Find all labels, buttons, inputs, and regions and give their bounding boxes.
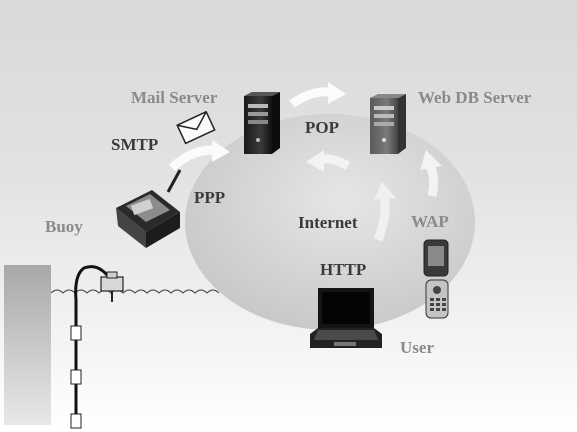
pier — [4, 265, 51, 425]
flow-arrows — [168, 82, 442, 242]
web-db-server-icon — [370, 94, 406, 154]
mail-server-icon — [244, 92, 280, 154]
pop-label: POP — [305, 118, 339, 137]
wap-label: WAP — [411, 212, 449, 231]
arrow-wap-to-webdb — [425, 163, 439, 197]
internet-cloud — [185, 114, 475, 330]
http-label: HTTP — [320, 260, 367, 279]
envelope-icon — [176, 110, 216, 145]
mobile-phone-icon — [423, 239, 449, 319]
internet-label: Internet — [298, 213, 358, 232]
buoy-logger-icon — [116, 169, 182, 248]
mail-server-label: Mail Server — [131, 88, 218, 107]
web-db-server-label: Web DB Server — [418, 88, 532, 107]
arrow-ppp-to-mail — [168, 145, 215, 172]
water-waves — [50, 289, 220, 294]
buoy-mooring-icon — [70, 265, 124, 429]
laptop-icon — [310, 288, 382, 348]
smtp-label: SMTP — [111, 135, 159, 154]
arrow-mail-to-webdb — [289, 87, 331, 108]
buoy-label: Buoy — [45, 217, 83, 236]
arrow-user-to-webdb — [373, 195, 390, 242]
ppp-label: PPP — [194, 188, 226, 207]
user-label: User — [400, 338, 434, 357]
